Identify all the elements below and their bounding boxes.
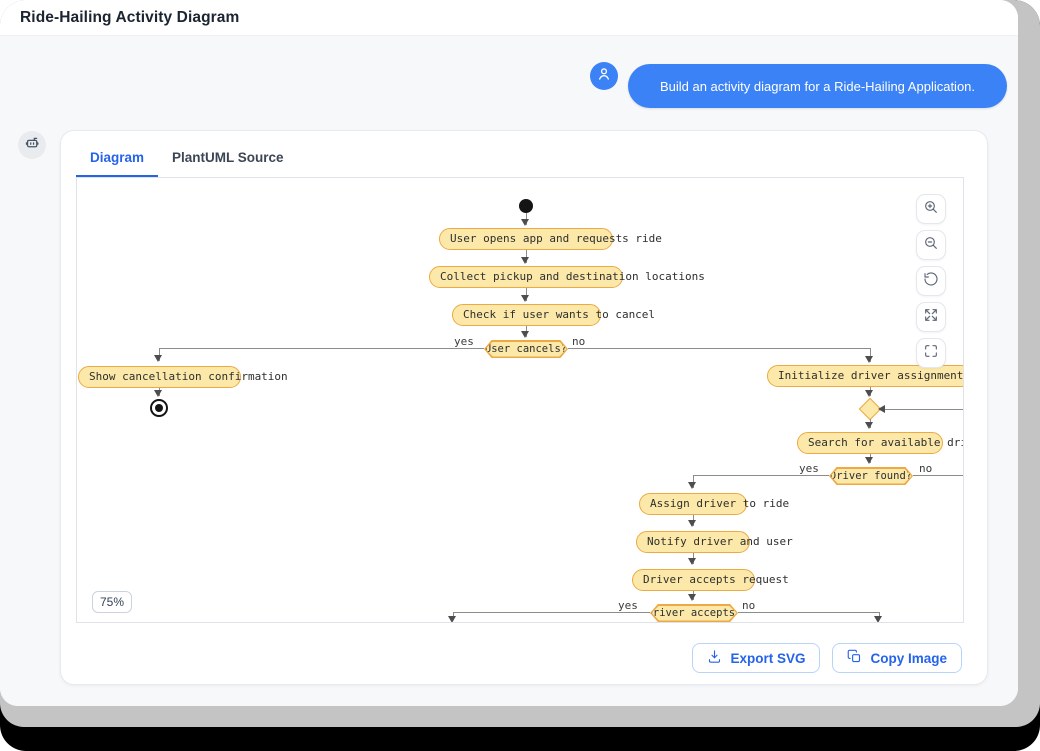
page-title: Ride-Hailing Activity Diagram: [20, 9, 240, 26]
start-node: [519, 199, 533, 213]
flow-line: [526, 288, 527, 301]
copy-image-button[interactable]: Copy Image: [832, 643, 962, 673]
arrowhead: [688, 520, 696, 527]
user-message-bubble: Build an activity diagram for a Ride-Hai…: [628, 64, 1007, 108]
person-icon: [596, 66, 612, 87]
copy-icon: [847, 649, 862, 667]
flow-line: [159, 348, 484, 349]
edge-label-no: no: [572, 335, 586, 348]
arrowhead: [448, 616, 456, 622]
edge-label-no: no: [919, 462, 933, 475]
zoom-in-icon: [923, 199, 939, 220]
arrowhead: [865, 457, 873, 464]
flow-line: [526, 250, 527, 263]
decision-driver-accepts: Driver accepts?: [650, 604, 738, 622]
arrowhead: [878, 405, 885, 413]
robot-icon: [24, 134, 41, 156]
zoom-level-badge: 75%: [92, 591, 132, 613]
arrowhead: [865, 356, 873, 363]
reset-rotate-icon: [923, 271, 939, 292]
flow-line: [913, 475, 963, 476]
flow-line: [453, 612, 454, 618]
diagram-canvas[interactable]: User opens app and requests ride Collect…: [76, 177, 964, 623]
titlebar: Ride-Hailing Activity Diagram: [0, 0, 1018, 36]
arrowhead: [521, 295, 529, 302]
user-avatar: [590, 62, 618, 90]
arrowhead: [688, 558, 696, 565]
arrowhead: [688, 594, 696, 601]
flow-line: [885, 409, 963, 410]
export-svg-button[interactable]: Export SVG: [692, 643, 821, 673]
decision-driver-found: Driver found?: [829, 467, 913, 485]
activity-user-opens-app: User opens app and requests ride: [439, 228, 662, 250]
tab-plantuml-source[interactable]: PlantUML Source: [172, 150, 284, 165]
activity-check-cancel: Check if user wants to cancel: [452, 304, 655, 326]
export-svg-label: Export SVG: [730, 650, 806, 666]
arrowhead: [865, 390, 873, 397]
tab-diagram[interactable]: Diagram: [76, 138, 159, 177]
arrowhead: [154, 390, 162, 397]
activity-init-attempts: Initialize driver assignment attempts = …: [767, 365, 963, 387]
arrowhead: [154, 355, 162, 362]
flow-line: [693, 475, 694, 488]
arrowhead: [865, 422, 873, 429]
flow-line: [453, 612, 650, 613]
expand-button[interactable]: [916, 302, 946, 332]
flow-line: [568, 348, 870, 349]
arrowhead: [521, 257, 529, 264]
flow-line: [738, 612, 879, 613]
edge-label-yes: yes: [799, 462, 819, 475]
activity-notify-driver-user: Notify driver and user: [636, 531, 793, 553]
zoom-out-icon: [923, 235, 939, 256]
zoom-in-button[interactable]: [916, 194, 946, 224]
arrowhead: [874, 616, 882, 622]
download-icon: [707, 649, 722, 667]
page-body: Build an activity diagram for a Ride-Hai…: [0, 36, 1018, 706]
zoom-controls: [916, 194, 946, 368]
app-window: Ride-Hailing Activity Diagram Build an a…: [0, 0, 1018, 706]
arrowhead: [688, 482, 696, 489]
fullscreen-brackets-icon: [923, 343, 939, 364]
edge-label-yes: yes: [454, 335, 474, 348]
flow-line: [870, 348, 871, 362]
tab-bar: Diagram PlantUML Source: [76, 131, 298, 177]
arrowhead: [521, 219, 529, 226]
end-node: [150, 399, 168, 417]
card-footer: Export SVG Copy Image: [692, 643, 962, 673]
zoom-out-button[interactable]: [916, 230, 946, 260]
diagram-card: Diagram PlantUML Source User opens app a…: [60, 130, 988, 685]
decision-user-cancels: User cancels?: [484, 340, 568, 358]
flow-line: [879, 612, 880, 618]
edge-label-yes: yes: [618, 599, 638, 612]
activity-search-drivers: Search for available drivers: [797, 432, 963, 454]
copy-image-label: Copy Image: [870, 650, 947, 666]
edge-label-no: no: [742, 599, 756, 612]
fullscreen-button[interactable]: [916, 338, 946, 368]
expand-arrows-icon: [923, 307, 939, 328]
flow-line: [159, 348, 160, 361]
arrowhead: [521, 331, 529, 338]
assistant-avatar: [18, 131, 46, 159]
reset-view-button[interactable]: [916, 266, 946, 296]
activity-driver-accepts-request: Driver accepts request: [632, 569, 789, 591]
activity-show-cancel-confirmation: Show cancellation confirmation: [78, 366, 288, 388]
activity-assign-driver: Assign driver to ride: [639, 493, 789, 515]
activity-collect-locations: Collect pickup and destination locations: [429, 266, 705, 288]
flow-line: [693, 475, 829, 476]
